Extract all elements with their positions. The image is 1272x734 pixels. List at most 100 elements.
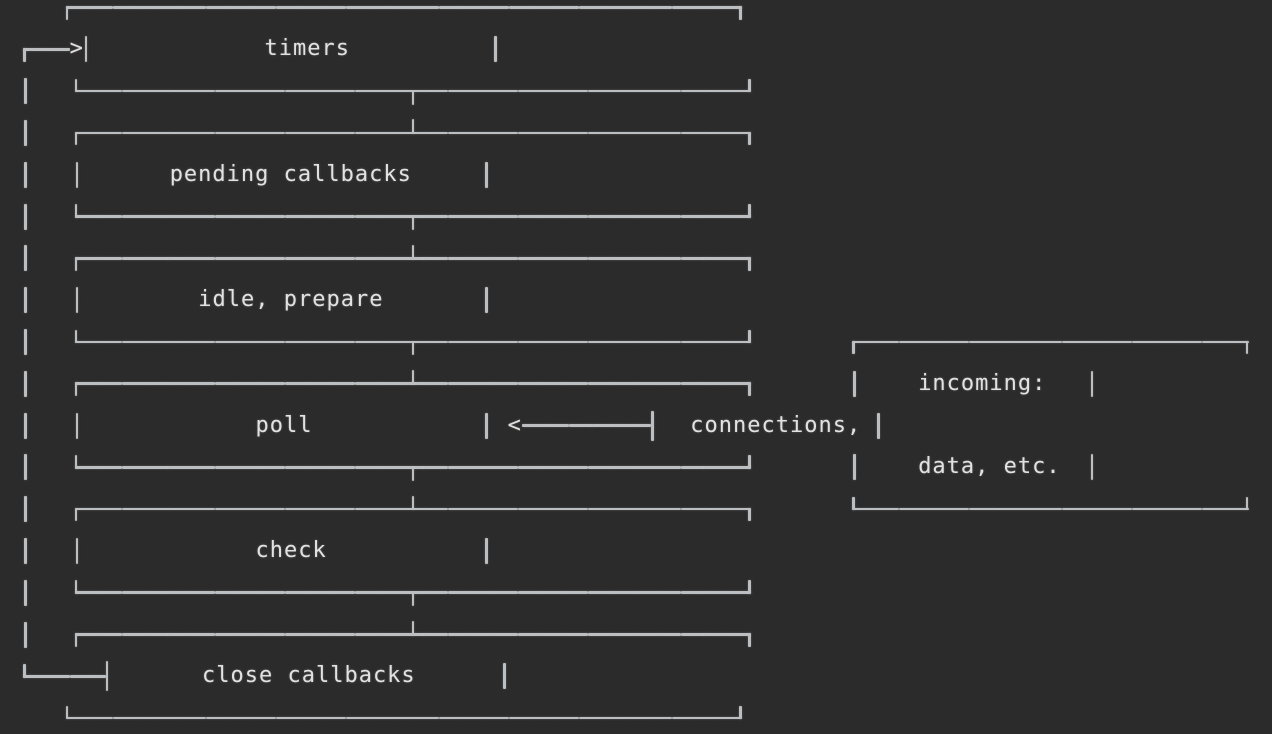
- border-h-segment: [191, 257, 216, 260]
- vertical-bar: [24, 579, 27, 606]
- border-h-segment: [298, 6, 323, 9]
- border-h-segment: [704, 466, 729, 469]
- vertical-bar: [485, 412, 488, 439]
- border-h-segment: [727, 215, 752, 218]
- border-h-segment: [568, 424, 593, 427]
- border-h-segment: [424, 257, 449, 260]
- border-h-segment: [447, 215, 472, 218]
- border-h-segment: [238, 591, 263, 594]
- border-h-segment: [168, 89, 193, 93]
- vertical-bar: [485, 161, 488, 188]
- border-h-segment: [121, 215, 146, 218]
- border-h-segment: [727, 257, 752, 260]
- border-h-segment: [531, 6, 556, 9]
- vertical-bar: [75, 287, 79, 314]
- border-h-segment: [191, 89, 216, 93]
- border-h-segment: [98, 131, 123, 135]
- border-h-segment: [634, 633, 659, 636]
- border-h-segment: [182, 6, 207, 9]
- border-h-segment: [494, 340, 519, 344]
- border-tick: [23, 48, 26, 62]
- border-h-segment: [494, 591, 519, 594]
- border-tick: [748, 633, 751, 647]
- border-h-segment: [74, 466, 99, 469]
- border-h-segment: [1178, 507, 1203, 511]
- border-h-segment: [354, 340, 379, 344]
- border-h-segment: [634, 89, 659, 93]
- border-tick: [651, 410, 654, 441]
- border-h-segment: [1038, 507, 1063, 511]
- border-h-segment: [238, 215, 263, 218]
- border-h-segment: [610, 507, 635, 511]
- border-tick: [74, 329, 78, 344]
- border-h-segment: [540, 507, 565, 511]
- border-h-segment: [587, 591, 612, 594]
- border-h-segment: [438, 6, 463, 9]
- border-h-segment: [447, 591, 472, 594]
- border-h-segment: [74, 89, 99, 93]
- border-h-segment: [144, 340, 169, 344]
- border-h-segment: [610, 382, 635, 385]
- border-h-segment: [112, 716, 137, 720]
- border-h-segment: [168, 215, 193, 218]
- border-h-segment: [89, 6, 114, 9]
- border-h-segment: [144, 131, 169, 135]
- border-h-segment: [229, 6, 254, 9]
- border-h-segment: [517, 340, 542, 344]
- border-tick: [1245, 496, 1249, 511]
- border-h-segment: [46, 675, 71, 678]
- border-h-segment: [65, 716, 90, 720]
- border-h-segment: [540, 633, 565, 636]
- border-h-segment: [307, 257, 332, 260]
- border-h-segment: [601, 716, 626, 720]
- border-h-segment: [564, 382, 589, 385]
- border-tick: [411, 621, 414, 636]
- border-h-segment: [377, 215, 402, 218]
- border-h-segment: [587, 340, 612, 344]
- border-tick: [74, 507, 78, 522]
- border-h-segment: [345, 6, 370, 9]
- border-h-segment: [98, 257, 123, 260]
- border-h-segment: [144, 382, 169, 385]
- label-check: check: [255, 537, 327, 563]
- border-h-segment: [680, 89, 705, 93]
- border-h-segment: [168, 507, 193, 511]
- border-h-segment: [625, 716, 650, 720]
- border-h-segment: [191, 507, 216, 511]
- border-h-segment: [98, 507, 123, 511]
- border-h-segment: [275, 716, 300, 720]
- border-h-segment: [159, 716, 184, 720]
- border-h-segment: [1201, 340, 1226, 344]
- border-tick: [74, 633, 78, 647]
- border-h-segment: [238, 89, 263, 93]
- border-tick: [852, 340, 855, 355]
- border-h-segment: [680, 633, 705, 636]
- border-h-segment: [112, 6, 137, 9]
- vertical-bar: [24, 496, 27, 523]
- border-h-segment: [191, 466, 216, 469]
- vertical-bar: [853, 454, 856, 481]
- border-h-segment: [485, 716, 510, 720]
- border-h-segment: [680, 257, 705, 260]
- border-h-segment: [875, 507, 900, 511]
- border-h-segment: [168, 466, 193, 469]
- border-h-segment: [447, 131, 472, 135]
- border-h-segment: [657, 633, 682, 636]
- border-h-segment: [261, 507, 286, 511]
- border-h-segment: [517, 257, 542, 260]
- border-h-segment: [680, 382, 705, 385]
- border-h-segment: [540, 89, 565, 93]
- border-h-segment: [284, 131, 309, 135]
- left-arrowhead-icon: <: [507, 412, 522, 438]
- border-h-segment: [238, 131, 263, 135]
- border-h-segment: [587, 633, 612, 636]
- border-h-segment: [1224, 340, 1249, 344]
- border-h-segment: [377, 257, 402, 260]
- border-h-segment: [354, 257, 379, 260]
- border-h-segment: [587, 466, 612, 469]
- border-h-segment: [331, 215, 356, 218]
- border-h-segment: [517, 89, 542, 93]
- border-h-segment: [284, 257, 309, 260]
- border-h-segment: [704, 633, 729, 636]
- border-tick: [748, 131, 751, 146]
